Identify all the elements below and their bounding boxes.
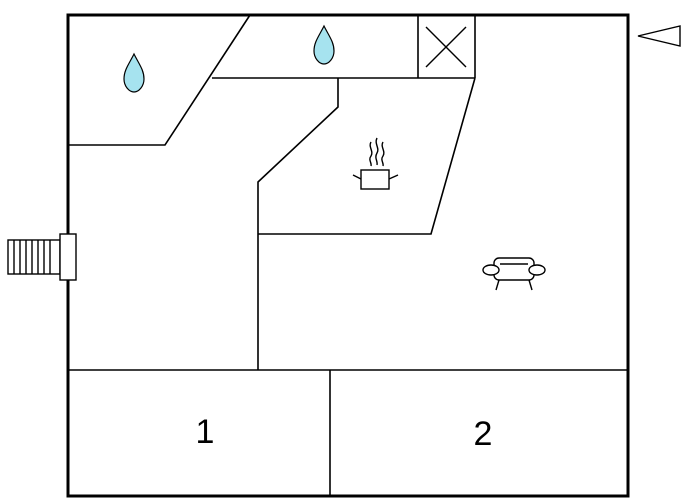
room-label-bedroom-2: 2 [474, 415, 493, 453]
outer-wall [66, 13, 630, 498]
water-drop-icon [123, 52, 145, 93]
cross-box-icon [425, 26, 467, 68]
corridor-wall [257, 78, 339, 370]
interior-walls [68, 14, 628, 496]
water-drop-icon [313, 24, 335, 65]
kitchen-wall [258, 77, 476, 235]
stairs-icon [7, 233, 77, 281]
room-label-bedroom-1: 1 [196, 413, 215, 451]
bathroom-1-wall [68, 14, 251, 146]
triangle-pointer-icon [637, 25, 681, 47]
sofa-icon [482, 257, 546, 291]
cooking-pot-icon [352, 137, 399, 190]
